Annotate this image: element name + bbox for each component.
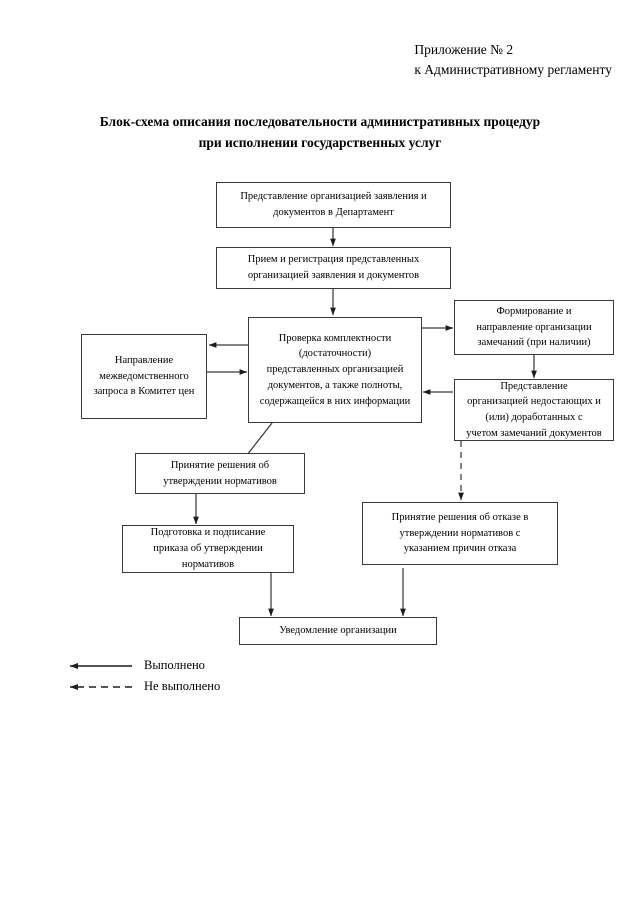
node-registration[interactable]: Прием и регистрация представленных орган… xyxy=(216,247,451,289)
node-verification-line-1: Проверка комплектности xyxy=(278,332,392,344)
node-refusal-line-2: утверждении нормативов с xyxy=(399,527,521,539)
node-order-line-1: Подготовка и подписание xyxy=(150,527,266,539)
node-verification-line-3: представленных организацией xyxy=(266,364,404,376)
node-submission-line-2: документов в Департамент xyxy=(273,207,394,218)
node-submission-line-1: Представление организацией заявления и xyxy=(240,191,427,203)
node-remarks-line-1: Формирование и xyxy=(496,305,572,317)
node-resubmission-line-4: учетом замечаний документов xyxy=(466,427,602,439)
node-verification[interactable]: Проверка комплектности (достаточности) п… xyxy=(248,317,422,423)
node-verification-line-2: (достаточности) xyxy=(298,348,372,360)
page-title: Блок-схема описания последовательности а… xyxy=(0,112,640,154)
node-resubmission-line-3: (или) доработанных с xyxy=(485,412,583,423)
node-verification-line-4: документов, а также полноты, xyxy=(267,379,403,391)
node-remarks-line-3: замечаний (при наличии) xyxy=(477,337,591,349)
node-notification-line-1: Уведомление организации xyxy=(279,625,397,637)
node-resubmission-line-2: организацией недостающих и xyxy=(467,396,601,408)
legend-row-done: Выполнено xyxy=(64,655,220,676)
node-registration-line-2: организацией заявления и документов xyxy=(247,270,420,281)
node-refusal-line-3: указанием причин отказа xyxy=(403,543,517,555)
legend: Выполнено Не выполнено xyxy=(64,655,220,697)
node-verification-line-5: содержащейся в них информации xyxy=(259,395,411,407)
node-interagency-line-1: Направление xyxy=(114,354,174,366)
dashed-arrow-icon xyxy=(69,683,132,690)
legend-label-done: Выполнено xyxy=(144,658,205,672)
node-interagency-request[interactable]: Направление межведомственного запроса в … xyxy=(81,334,207,419)
node-order-line-3: нормативов xyxy=(181,558,235,570)
node-interagency-line-3: запроса в Комитет цен xyxy=(93,386,195,398)
node-remarks[interactable]: Формирование и направление организации з… xyxy=(454,300,614,355)
header-line-2: к Административному регламенту xyxy=(414,62,612,78)
node-refusal-line-1: Принятие решения об отказе в xyxy=(391,511,529,523)
legend-row-not-done: Не выполнено xyxy=(64,676,220,697)
node-resubmission-line-1: Представление xyxy=(500,380,568,392)
node-interagency-line-2: межведомственного xyxy=(99,370,189,382)
solid-arrow-icon xyxy=(69,662,132,669)
node-notification[interactable]: Уведомление организации xyxy=(239,617,437,645)
node-remarks-line-2: направление организации xyxy=(476,321,592,333)
node-order-preparation[interactable]: Подготовка и подписание приказа об утвер… xyxy=(122,525,294,573)
node-approval-line-1: Принятие решения об xyxy=(170,459,270,471)
document-header: Приложение № 2 к Административному регла… xyxy=(414,40,612,81)
legend-label-not-done: Не выполнено xyxy=(144,679,221,693)
node-submission[interactable]: Представление организацией заявления и д… xyxy=(216,182,451,228)
node-order-line-2: приказа об утверждении xyxy=(153,543,263,555)
node-approval-line-2: утверждении нормативов xyxy=(163,475,277,487)
node-resubmission[interactable]: Представление организацией недостающих и… xyxy=(454,379,614,441)
node-registration-line-1: Прием и регистрация представленных xyxy=(247,254,420,266)
title-line-1: Блок-схема описания последовательности а… xyxy=(99,114,541,129)
node-approval-decision[interactable]: Принятие решения об утверждении норматив… xyxy=(135,453,305,494)
node-refusal-decision[interactable]: Принятие решения об отказе в утверждении… xyxy=(362,502,558,565)
header-line-1: Приложение № 2 xyxy=(414,42,514,57)
title-line-2: при исполнении государственных услуг xyxy=(198,134,442,150)
